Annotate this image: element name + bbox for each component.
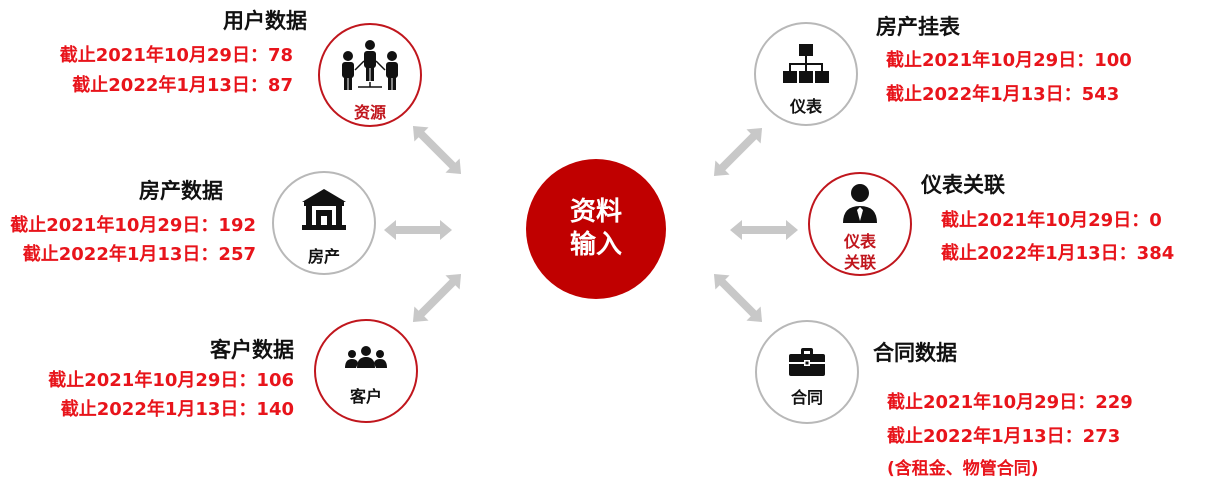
arrow-property	[384, 220, 452, 240]
property-title: 房产数据	[139, 179, 223, 203]
meter-link-circle-label-2: 关联	[843, 253, 876, 272]
contract-note: (含租金、物管合同)	[887, 459, 1039, 479]
customer-circle-label: 客户	[349, 387, 382, 406]
contract-circle: 合同	[755, 320, 859, 424]
arrow-users	[405, 118, 469, 182]
briefcase-icon	[789, 348, 825, 376]
users-circle-label: 资源	[353, 103, 386, 122]
arrow-meter-link	[730, 220, 798, 240]
property-circle-label: 房产	[307, 247, 340, 266]
contract-stat-1: 截止2021年10月29日：229	[887, 392, 1133, 413]
contract-title: 合同数据	[873, 341, 957, 365]
customer-circle: 客户	[314, 319, 418, 423]
property-circle: 房产	[272, 171, 376, 275]
businessman-icon	[843, 184, 877, 223]
hub-line-2: 输入	[569, 230, 622, 260]
people-hierarchy-icon	[342, 40, 398, 90]
meter-link-circle-label-1: 仪表	[843, 232, 876, 251]
users-circle: 资源	[318, 23, 422, 127]
hub-line-1: 资料	[569, 197, 622, 227]
users-stat-1: 截止2021年10月29日：78	[59, 45, 293, 66]
arrow-meter	[706, 120, 770, 184]
meter-link-stat-2: 截止2022年1月13日：384	[941, 243, 1175, 264]
meter-stat-2: 截止2022年1月13日：543	[886, 84, 1120, 105]
arrow-customer	[405, 266, 469, 330]
meter-link-title: 仪表关联	[921, 173, 1005, 197]
customer-stat-2: 截止2022年1月13日：140	[60, 399, 294, 420]
meter-link-circle: 仪表 关联	[808, 172, 912, 276]
meter-circle: 仪表	[754, 22, 858, 126]
meter-stat-1: 截止2021年10月29日：100	[886, 50, 1132, 71]
org-chart-icon	[783, 44, 829, 83]
group-icon	[345, 346, 387, 368]
meter-title: 房产挂表	[876, 15, 960, 39]
property-stat-1: 截止2021年10月29日：192	[10, 215, 256, 236]
data-input-hub: 资料输入	[526, 159, 666, 299]
users-title: 用户数据	[223, 9, 307, 33]
meter-circle-label: 仪表	[789, 97, 822, 116]
property-stat-2: 截止2022年1月13日：257	[22, 244, 256, 265]
house-icon	[302, 189, 346, 230]
users-stat-2: 截止2022年1月13日：87	[72, 75, 293, 96]
meter-link-stat-1: 截止2021年10月29日：0	[941, 210, 1162, 231]
contract-circle-label: 合同	[790, 388, 823, 407]
contract-stat-2: 截止2022年1月13日：273	[887, 426, 1121, 447]
customer-stat-1: 截止2021年10月29日：106	[48, 370, 294, 391]
customer-title: 客户数据	[210, 338, 294, 362]
arrow-contract	[706, 266, 770, 330]
